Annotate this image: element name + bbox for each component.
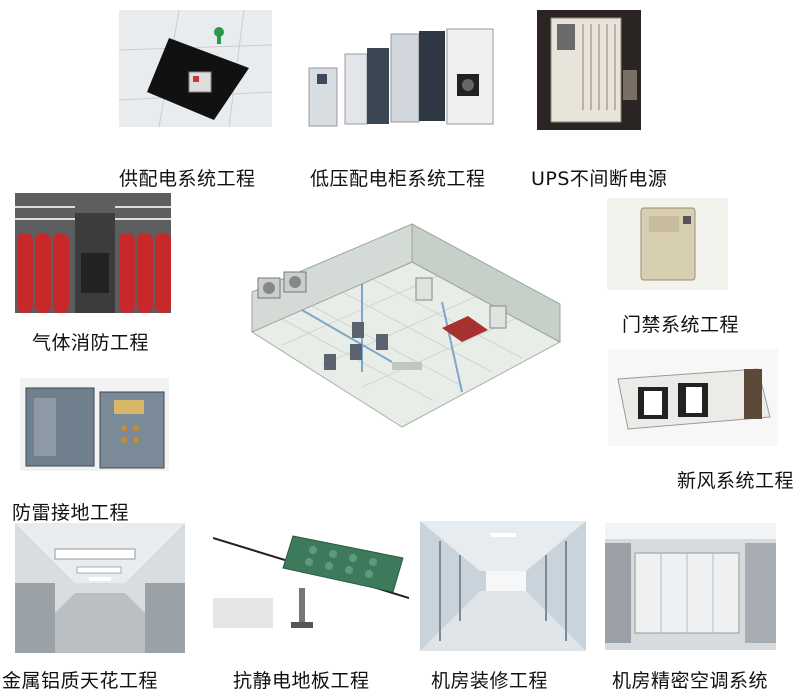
caption-gas-fire: 气体消防工程	[32, 332, 150, 354]
gas-cylinders-photo-icon	[15, 193, 171, 313]
switchgear-cabinets-photo-icon	[307, 26, 495, 128]
caption-access-control: 门禁系统工程	[622, 314, 740, 336]
ups-cabinet-photo-icon	[537, 10, 641, 130]
caption-low-voltage-cabinet: 低压配电柜系统工程	[310, 168, 486, 190]
ac-units-photo-icon	[605, 523, 776, 650]
door-reader-photo-icon	[607, 198, 728, 290]
raised-floor-photo-icon	[213, 528, 409, 633]
caption-precision-ac: 机房精密空调系统	[612, 670, 769, 692]
caption-antistatic-floor: 抗静电地板工程	[233, 670, 370, 692]
caption-lightning-grounding: 防雷接地工程	[12, 502, 130, 524]
ceiling-corridor-photo-icon	[15, 523, 185, 653]
electrical-box-photo-icon	[20, 378, 169, 471]
server-room-3d-plan-icon	[242, 222, 567, 434]
caption-power-supply: 供配电系统工程	[119, 168, 256, 190]
caption-ups: UPS不间断电源	[531, 168, 668, 190]
floor-outlet-photo-icon	[119, 10, 272, 127]
caption-aluminum-ceiling: 金属铝质天花工程	[2, 670, 159, 692]
air-unit-photo-icon	[608, 349, 778, 446]
caption-room-decoration: 机房装修工程	[431, 670, 549, 692]
caption-fresh-air: 新风系统工程	[677, 470, 795, 492]
glass-corridor-photo-icon	[420, 521, 586, 651]
